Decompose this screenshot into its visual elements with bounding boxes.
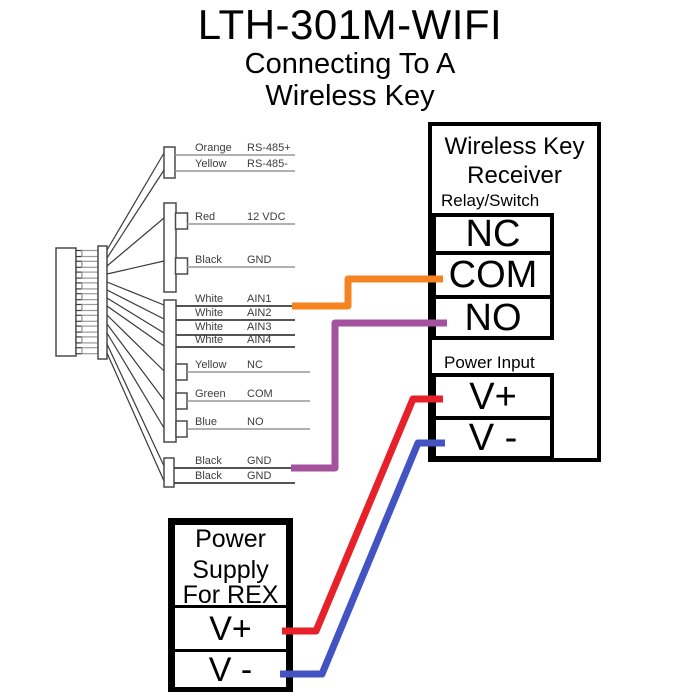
connector-housing bbox=[97, 245, 108, 360]
fan-wires bbox=[106, 152, 165, 482]
terminal-no: NO bbox=[432, 295, 554, 340]
terminal-com: COM bbox=[432, 251, 554, 299]
terminal-com-label: COM bbox=[448, 254, 538, 296]
page-title: LTH-301M-WIFI bbox=[197, 1, 503, 48]
wire-color-label: White bbox=[195, 321, 224, 333]
wire-color-label: White bbox=[195, 307, 224, 319]
wire-signal-label: GND bbox=[247, 254, 272, 266]
wire-signal-label: NC bbox=[247, 359, 263, 371]
power-supply-title-line1: Power bbox=[195, 525, 266, 553]
page-subtitle-line2: Wireless Key bbox=[265, 80, 435, 112]
relay-switch-label: Relay/Switch bbox=[441, 191, 540, 210]
wire-color-label: Yellow bbox=[195, 359, 227, 371]
power-supply-title-line3: For REX bbox=[182, 581, 279, 609]
terminal-vplus-label: V+ bbox=[469, 375, 517, 418]
wire-color-label: Black bbox=[195, 470, 222, 482]
wire-color-label: Black bbox=[195, 455, 222, 467]
terminal-vplus: V+ bbox=[432, 373, 554, 420]
wire-color-label: Blue bbox=[195, 416, 218, 428]
wire-signal-label: RS-485+ bbox=[247, 142, 291, 154]
wire-signal-label: NO bbox=[247, 416, 264, 428]
wire-color-label: Red bbox=[195, 211, 216, 223]
wire-signal-label: AIN2 bbox=[247, 307, 272, 319]
page-subtitle-line1: Connecting To A bbox=[244, 48, 456, 80]
terminal-no-label: NO bbox=[464, 296, 522, 339]
wire-color-label: White bbox=[195, 293, 224, 305]
connector-pins bbox=[75, 249, 99, 355]
blue-wire bbox=[280, 439, 445, 678]
wire-signal-label: AIN3 bbox=[247, 321, 272, 333]
terminal-nc: NC bbox=[432, 213, 554, 255]
wire-color-label: Green bbox=[195, 388, 226, 400]
wire-color-label: White bbox=[195, 334, 224, 346]
terminal-vminus: V - bbox=[432, 416, 554, 460]
terminal-nc-label: NC bbox=[465, 213, 521, 255]
wire-signal-label: COM bbox=[247, 388, 273, 400]
ps-terminal-vplus-label: V+ bbox=[209, 609, 252, 648]
power-input-label: Power Input bbox=[444, 353, 535, 372]
ps-terminal-vplus: V+ bbox=[172, 605, 289, 652]
red-wire bbox=[282, 395, 443, 635]
terminal-blocks bbox=[163, 146, 189, 488]
receiver-title-line2: Receiver bbox=[467, 162, 562, 189]
wire-color-label: Orange bbox=[195, 142, 232, 154]
terminal-vminus-label: V - bbox=[468, 417, 518, 459]
wire-color-label: Black bbox=[195, 254, 222, 266]
wire-signal-label: GND bbox=[247, 455, 272, 467]
power-supply-title-line2: Supply bbox=[192, 556, 269, 584]
wire-signal-label: AIN4 bbox=[247, 334, 272, 346]
wire-signal-label: 12 VDC bbox=[247, 211, 286, 223]
wire-signal-label: GND bbox=[247, 470, 272, 482]
purple-wire bbox=[291, 319, 447, 472]
wire-signal-label: RS-485- bbox=[247, 158, 288, 170]
ps-terminal-vminus-label: V - bbox=[208, 650, 253, 689]
power-supply-header-box bbox=[172, 522, 289, 608]
ps-terminal-vminus: V - bbox=[172, 649, 289, 690]
wire-signal-label: AIN1 bbox=[247, 293, 272, 305]
receiver-title-line1: Wireless Key bbox=[444, 133, 585, 160]
orange-wire bbox=[292, 275, 443, 310]
connector-body bbox=[55, 247, 77, 357]
wire-color-label: Yellow bbox=[195, 158, 227, 170]
